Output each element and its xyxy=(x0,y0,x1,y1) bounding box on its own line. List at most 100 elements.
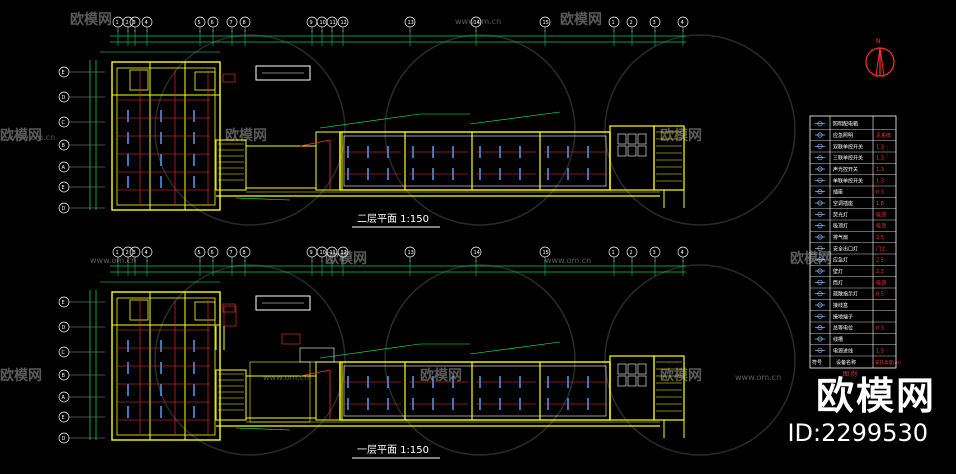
legend-item-name: 照明配电箱 xyxy=(833,121,858,128)
stair xyxy=(129,69,149,91)
plan-title-second: 二层平面 1:150 xyxy=(357,213,429,225)
legend-item-height: 0.3 xyxy=(876,326,884,332)
annotation-line xyxy=(469,341,561,355)
annotation-line xyxy=(469,111,561,125)
wire-circuit xyxy=(299,369,331,377)
axis-label: 12 xyxy=(341,20,347,26)
axis-label: 13 xyxy=(408,20,414,26)
wall-inner xyxy=(116,67,216,206)
legend-item-name: 排气扇 xyxy=(833,234,848,241)
axis-label: 8 xyxy=(243,20,246,26)
fluorescent-icon xyxy=(815,211,825,217)
legend-item-name: 疏散指示灯 xyxy=(833,291,858,298)
axis-label: 4 xyxy=(145,250,148,256)
axis-label: 7 xyxy=(230,20,233,26)
watermark-circle xyxy=(154,264,346,456)
axis-label: 15 xyxy=(543,250,549,256)
axis-label: 15 xyxy=(543,20,549,26)
toilet xyxy=(194,71,216,91)
axis-label: 10 xyxy=(320,250,326,256)
axis-label: 2 xyxy=(630,250,633,256)
panel-label xyxy=(223,305,237,327)
distribution-box-icon xyxy=(815,121,825,127)
single-switch-icon xyxy=(815,177,825,183)
toilet-stall xyxy=(617,375,627,387)
axis-label: 7 xyxy=(230,250,233,256)
legend-item-height: 吸顶 xyxy=(876,212,886,218)
axis-label: 9 xyxy=(310,20,313,26)
legend-header: 图 例 xyxy=(843,370,857,378)
legend-item-height: 1.3 xyxy=(876,167,884,173)
legend-item-height: 2.2 xyxy=(876,269,884,275)
axis-label: 6 xyxy=(211,250,214,256)
legend-item-name: 单联单控开关 xyxy=(833,177,863,184)
axis-label: 1 xyxy=(612,250,615,256)
wire-circuit xyxy=(299,139,331,147)
spot-lamp-icon xyxy=(815,279,825,285)
legend-item-name: 应急灯 xyxy=(833,257,848,264)
wall-inner xyxy=(343,135,607,187)
toilet-stall xyxy=(617,145,627,157)
toilet-stall xyxy=(617,133,627,145)
axis-label: 3 xyxy=(133,250,136,256)
exit-sign-icon xyxy=(815,245,825,251)
north-arrow-icon: N xyxy=(865,38,895,77)
legend-item-height: 2.5 xyxy=(876,235,884,241)
stair xyxy=(129,299,149,321)
legend-footer-name: 设备名称 xyxy=(836,359,856,366)
watermark-circle xyxy=(154,34,346,226)
axis-label: D xyxy=(62,206,66,212)
exhaust-fan-icon xyxy=(815,234,825,240)
double-switch-icon xyxy=(815,143,825,149)
axis-label: A xyxy=(62,395,66,401)
legend-item-height: 吸顶 xyxy=(876,224,886,230)
axis-label: C xyxy=(62,350,66,356)
wall-inner xyxy=(343,365,607,417)
room xyxy=(315,361,343,421)
axis-label: E xyxy=(62,300,65,306)
wall-inner xyxy=(116,297,216,436)
evacuation-icon xyxy=(815,291,825,297)
distribution-box xyxy=(255,65,311,81)
axis-label: B xyxy=(62,143,66,149)
legend-item-height: 门上 xyxy=(876,245,886,252)
axis-label: D xyxy=(62,325,66,331)
room xyxy=(315,131,343,191)
annotation-line xyxy=(235,427,291,431)
axis-label: C xyxy=(62,120,66,126)
legend-item-name: 电源进线 xyxy=(833,347,853,354)
toilet-stall xyxy=(637,145,647,157)
toilet-stall xyxy=(627,145,637,157)
watermark-url: www.om.cn xyxy=(90,256,136,265)
axis-label: 1 xyxy=(116,250,119,256)
hall xyxy=(245,145,317,189)
axis-label: 9 xyxy=(310,250,313,256)
axis-label: 14 xyxy=(474,250,480,256)
panel-label xyxy=(222,73,236,83)
legend-item-height: 1.8 xyxy=(876,201,884,207)
legend-item-name: 空调插座 xyxy=(833,200,853,207)
legend-item-name: 吸顶灯 xyxy=(833,223,848,230)
axis-label: 8 xyxy=(243,250,246,256)
toilet-stall xyxy=(617,363,627,375)
toilet xyxy=(194,301,216,321)
legend-item-name: 接地端子 xyxy=(833,313,853,320)
watermark-layer: 欧模网欧模网欧模网欧模网欧模网欧模网欧模网欧模网欧模网欧模网www.om.cnw… xyxy=(0,11,832,456)
legend-item-name: 壁灯 xyxy=(833,268,843,275)
axis-label: A xyxy=(62,165,66,171)
axis-label: 10 xyxy=(320,20,326,26)
watermark-url: www.om.cn xyxy=(545,256,591,265)
watermark-text: 欧模网 xyxy=(560,11,602,28)
socket-icon xyxy=(815,189,825,195)
wall-outline xyxy=(111,291,221,441)
ground-icon xyxy=(815,313,825,319)
legend-item-name: 应急照明 xyxy=(833,132,853,139)
ceiling-lamp-icon xyxy=(815,223,825,229)
legend-item-name: 接线盒 xyxy=(833,302,848,309)
axis-label: 11 xyxy=(330,20,336,26)
watermark-circle xyxy=(604,34,796,226)
axis-label: E xyxy=(62,415,65,421)
axis-label: 5 xyxy=(198,250,201,256)
